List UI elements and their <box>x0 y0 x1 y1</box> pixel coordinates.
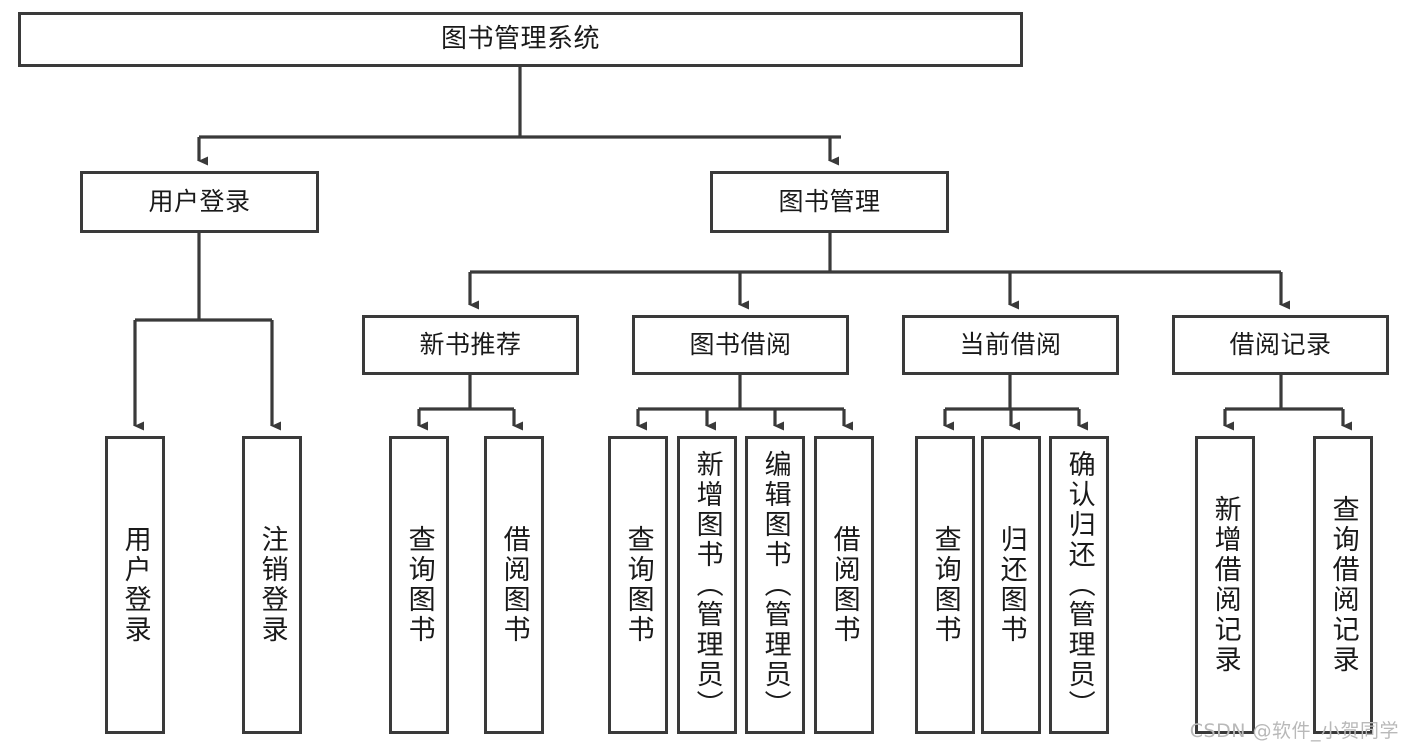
leaf-edit-book-label: 编辑图书（管理员） <box>759 450 791 720</box>
leaf-query-book-1-label: 查询图书 <box>403 525 435 645</box>
node-current-borrow[interactable]: 当前借阅 <box>902 315 1119 375</box>
leaf-user-login[interactable]: 用户登录 <box>105 436 165 734</box>
leaf-query-book-1[interactable]: 查询图书 <box>389 436 449 734</box>
node-book-manage-label: 图书管理 <box>778 187 881 216</box>
node-borrow-record[interactable]: 借阅记录 <box>1172 315 1389 375</box>
leaf-user-login-label: 用户登录 <box>119 525 151 645</box>
leaf-borrow-book-1[interactable]: 借阅图书 <box>484 436 544 734</box>
leaf-confirm-return[interactable]: 确认归还（管理员） <box>1049 436 1109 734</box>
node-book-borrow-label: 图书借阅 <box>689 330 792 359</box>
leaf-query-record-label: 查询借阅记录 <box>1327 495 1359 675</box>
leaf-borrow-book-1-label: 借阅图书 <box>498 525 530 645</box>
leaf-logout-label: 注销登录 <box>256 525 288 645</box>
leaf-borrow-book-2[interactable]: 借阅图书 <box>814 436 874 734</box>
leaf-confirm-return-label: 确认归还（管理员） <box>1063 450 1095 720</box>
leaf-return-book[interactable]: 归还图书 <box>981 436 1041 734</box>
leaf-add-book-label: 新增图书（管理员） <box>691 450 723 720</box>
node-book-manage[interactable]: 图书管理 <box>710 171 949 233</box>
leaf-add-book[interactable]: 新增图书（管理员） <box>677 436 737 734</box>
node-new-book-recommend[interactable]: 新书推荐 <box>362 315 579 375</box>
node-current-borrow-label: 当前借阅 <box>959 330 1062 359</box>
leaf-query-record[interactable]: 查询借阅记录 <box>1313 436 1373 734</box>
leaf-add-record[interactable]: 新增借阅记录 <box>1195 436 1255 734</box>
node-new-book-recommend-label: 新书推荐 <box>419 330 522 359</box>
node-user-login[interactable]: 用户登录 <box>80 171 319 233</box>
leaf-return-book-label: 归还图书 <box>995 525 1027 645</box>
leaf-borrow-book-2-label: 借阅图书 <box>828 525 860 645</box>
leaf-query-book-3-label: 查询图书 <box>929 525 961 645</box>
node-borrow-record-label: 借阅记录 <box>1229 330 1332 359</box>
leaf-edit-book[interactable]: 编辑图书（管理员） <box>745 436 805 734</box>
node-root[interactable]: 图书管理系统 <box>18 12 1023 67</box>
node-user-login-label: 用户登录 <box>148 187 251 216</box>
leaf-query-book-2-label: 查询图书 <box>622 525 654 645</box>
node-book-borrow[interactable]: 图书借阅 <box>632 315 849 375</box>
leaf-query-book-3[interactable]: 查询图书 <box>915 436 975 734</box>
csdn-watermark: CSDN @软件_小贺同学 <box>1189 720 1399 742</box>
leaf-logout[interactable]: 注销登录 <box>242 436 302 734</box>
leaf-query-book-2[interactable]: 查询图书 <box>608 436 668 734</box>
node-root-label: 图书管理系统 <box>440 23 600 54</box>
leaf-add-record-label: 新增借阅记录 <box>1209 495 1241 675</box>
